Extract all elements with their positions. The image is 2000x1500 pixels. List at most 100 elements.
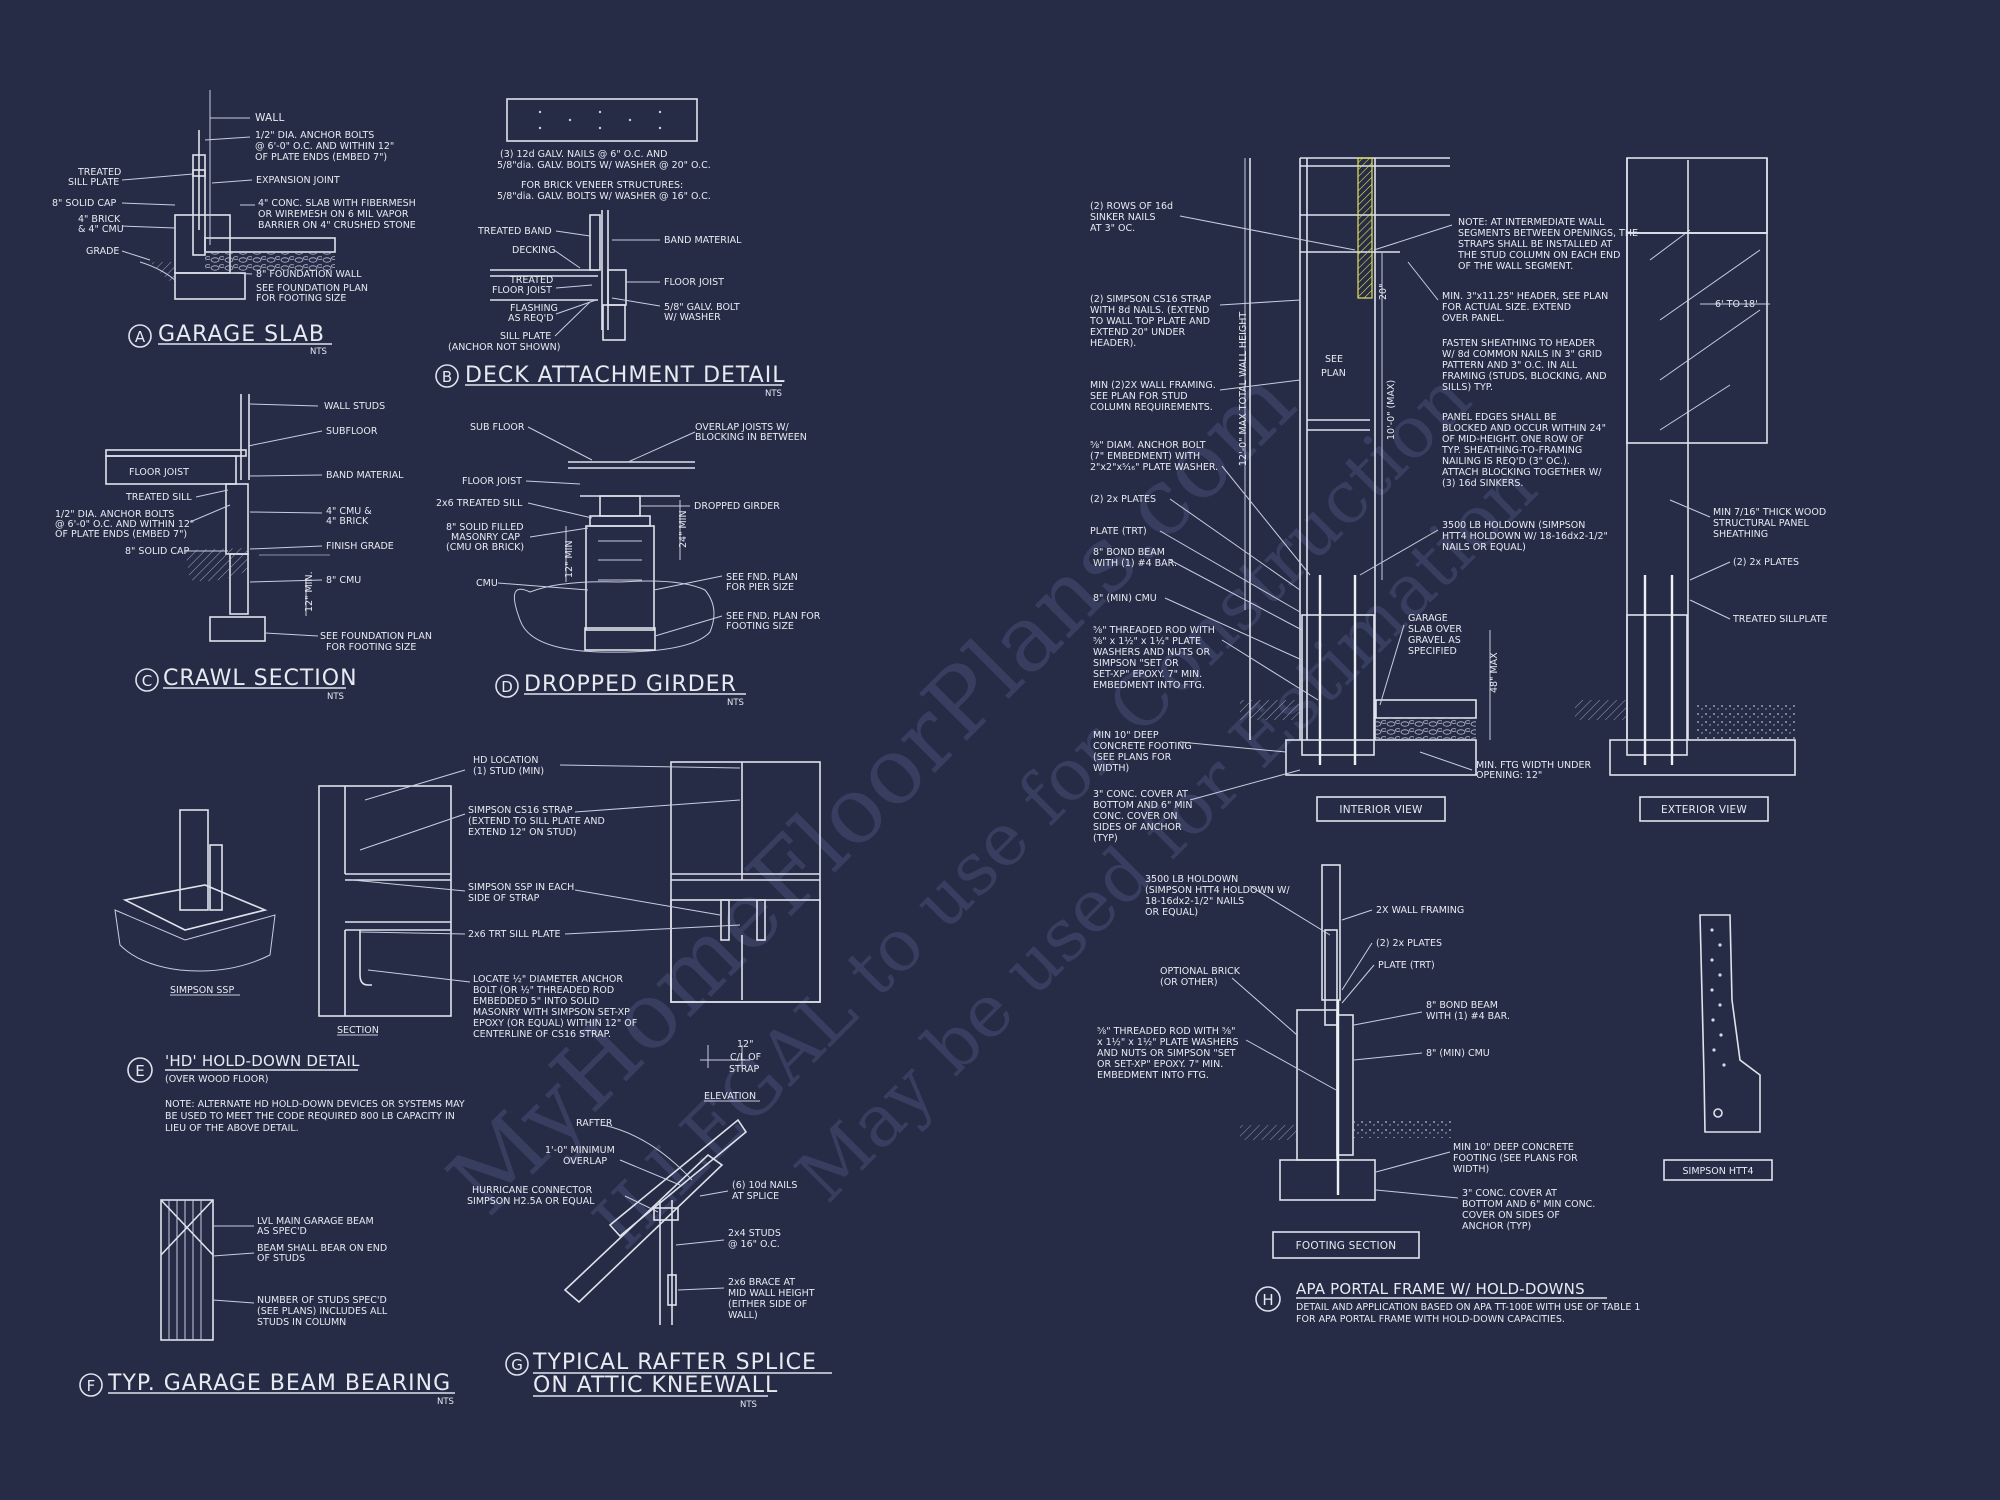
label-b-decking: DECKING — [512, 245, 555, 256]
label-h-see-1: SEE — [1325, 354, 1343, 365]
label-h-ftg-plates: (2) 2x PLATES — [1376, 938, 1442, 949]
interior-view-label-box — [1316, 796, 1446, 822]
label-f-lvl-1: LVL MAIN GARAGE BEAM — [257, 1216, 374, 1227]
label-h-ftg-3: (SEE PLANS FOR — [1093, 752, 1172, 763]
label-h-ftg-plate: PLATE (TRT) — [1378, 960, 1435, 971]
label-d-cap-3: (CMU OR BRICK) — [446, 542, 524, 553]
label-g-brace-3: (EITHER SIDE OF — [728, 1299, 807, 1310]
label-h-note-4: THE STUD COLUMN ON EACH END — [1457, 250, 1620, 261]
label-h-hold-3: NAILS OR EQUAL) — [1442, 542, 1526, 553]
label-h-htt4: SIMPSON HTT4 — [1682, 1166, 1753, 1177]
label-h-rod-1: ⅝" THREADED ROD WITH — [1093, 625, 1215, 636]
label-h-right-plates: (2) 2x PLATES — [1733, 557, 1799, 568]
detail-e-tag — [127, 1057, 153, 1083]
label-b-brick-1: FOR BRICK VENEER STRUCTURES: — [521, 180, 683, 191]
detail-c-crawl-section: WALL STUDS SUBFLOOR FLOOR JOIST BAND MAT… — [55, 394, 432, 702]
label-h-ftg-cover-3: COVER ON SIDES OF — [1462, 1210, 1560, 1221]
label-h-ftg-rod-5: EMBEDMENT INTO FTG. — [1097, 1070, 1209, 1081]
label-h-cs-1: (2) SIMPSON CS16 STRAP — [1090, 294, 1211, 305]
label-e-hd-2: (1) STUD (MIN) — [473, 766, 544, 777]
label-a-solid-cap: 8" SOLID CAP — [52, 198, 117, 209]
label-h-cs-5: HEADER). — [1090, 338, 1136, 349]
detail-f-title: TYP. GARAGE BEAM BEARING — [107, 1371, 451, 1396]
label-g-brace-1: 2x6 BRACE AT — [728, 1277, 795, 1288]
detail-g-title-2: ON ATTIC KNEEWALL — [533, 1373, 778, 1398]
label-b-floor-joist: FLOOR JOIST — [664, 277, 724, 288]
detail-c-tag-letter: C — [142, 672, 152, 690]
label-c-anchor-3: OF PLATE ENDS (EMBED 7") — [55, 529, 187, 540]
label-b-brick-2: 5/8"dia. GALV. BOLTS W/ WASHER @ 16" O.C… — [497, 191, 711, 202]
detail-a-tag — [128, 324, 152, 348]
label-h-anchor-1: ⅝" DIAM. ANCHOR BOLT — [1090, 440, 1206, 451]
label-g-hurr-2: SIMPSON H2.5A OR EQUAL — [467, 1196, 595, 1207]
detail-d-title: DROPPED GIRDER — [524, 672, 737, 697]
detail-e-hold-down: SIMPSON SSP SECTION ELEVATION HD LOCATIO… — [114, 755, 821, 1134]
label-c-anchor-1: 1/2" DIA. ANCHOR BOLTS — [55, 509, 174, 520]
label-c-solid-cap: 8" SOLID CAP — [125, 546, 190, 557]
label-b-flashing-1: FLASHING — [510, 303, 558, 314]
label-h-panel-7: (3) 16d SINKERS. — [1442, 478, 1523, 489]
label-a-treated-1: TREATED — [77, 167, 121, 178]
label-f-lvl-2: AS SPEC'D — [257, 1226, 307, 1237]
label-h-cover-3: CONC. COVER ON — [1093, 811, 1178, 822]
label-h-cover-4: SIDES OF ANCHOR — [1093, 822, 1182, 833]
label-b-nails-1: (3) 12d GALV. NAILS @ 6" O.C. AND — [500, 149, 667, 160]
label-a-anchor-2: @ 6'-0" O.C. AND WITHIN 12" — [255, 141, 394, 152]
simpson-htt4-drawing — [1699, 914, 1761, 1133]
label-e-cs-3: EXTEND 12" ON STUD) — [468, 827, 576, 838]
label-f-num-1: NUMBER OF STUDS SPEC'D — [257, 1295, 387, 1306]
label-b-tfj-1: TREATED — [509, 275, 553, 286]
label-a-wall: WALL — [255, 112, 285, 124]
label-h-garage-1: GARAGE — [1408, 613, 1448, 624]
label-h-panel-3: OF MID-HEIGHT. ONE ROW OF — [1442, 434, 1584, 445]
label-h-see-2: PLAN — [1321, 368, 1346, 379]
label-h-rod-2: ⅝" x 1½" x 1½" PLATE — [1093, 636, 1201, 647]
label-b-bolt-2: W/ WASHER — [664, 312, 721, 323]
label-f-bear-1: BEAM SHALL BEAR ON END — [257, 1243, 387, 1254]
footing-section-label-box — [1272, 1231, 1420, 1259]
label-h-panel-5: NAILING IS REQ'D (3" OC.). — [1442, 456, 1570, 467]
label-h-framing-3: COLUMN REQUIREMENTS. — [1090, 402, 1213, 413]
label-a-grade: GRADE — [86, 246, 119, 257]
label-b-sill-2: (ANCHOR NOT SHOWN) — [448, 342, 560, 353]
label-g-overlap-1: 1'-0" MINIMUM — [545, 1145, 615, 1156]
detail-a-tag-letter: A — [135, 328, 146, 346]
label-d-overlap-2: BLOCKING IN BETWEEN — [695, 432, 807, 443]
detail-b-nts: NTS — [765, 389, 782, 399]
label-a-anchor-3: OF PLATE ENDS (EMBED 7") — [255, 152, 387, 163]
label-h-ftg-1: MIN 10" DEEP — [1093, 730, 1159, 741]
label-a-see-fp-2: FOR FOOTING SIZE — [256, 293, 346, 304]
label-h-ftg-bond-2: WITH (1) #4 BAR. — [1426, 1011, 1510, 1022]
label-b-flashing-2: AS REQ'D — [508, 313, 554, 324]
label-e-trt: 2x6 TRT SILL PLATE — [468, 929, 561, 940]
label-h-max48: 48" MAX — [1489, 652, 1500, 693]
label-h-ftg-brick-1: OPTIONAL BRICK — [1160, 966, 1241, 977]
label-h-ftg-brick-2: (OR OTHER) — [1160, 977, 1218, 988]
label-h-anchor-3: 2"x2"x⁵⁄₁₆" PLATE WASHER. — [1090, 462, 1218, 473]
label-c-cmu-2: 4" BRICK — [326, 516, 369, 527]
detail-b-tag-letter: B — [442, 368, 452, 386]
label-d-pier-1: SEE FND. PLAN — [726, 572, 798, 583]
label-e-loc-5: EPOXY (OR EQUAL) WITHIN 12" OF — [473, 1018, 637, 1029]
label-g-studs-2: @ 16" O.C. — [728, 1239, 780, 1250]
detail-f-garage-beam: LVL MAIN GARAGE BEAM AS SPEC'D BEAM SHAL… — [79, 1199, 455, 1407]
detail-d-dropped-girder: SUB FLOOR OVERLAP JOISTS W/ BLOCKING IN … — [436, 422, 821, 708]
label-e-loc-1: LOCATE ½" DIAMETER ANCHOR — [473, 974, 623, 985]
label-h-fasten-2: W/ 8d COMMON NAILS IN 3" GRID — [1442, 349, 1602, 360]
label-h-garage-4: SPECIFIED — [1408, 646, 1457, 657]
label-h-exterior: EXTERIOR VIEW — [1661, 804, 1747, 816]
label-h-fasten-3: PATTERN AND 3" O.C. IN ALL — [1442, 360, 1578, 371]
detail-h-tag — [1255, 1286, 1281, 1312]
label-h-min-1: MIN 7/16" THICK WOOD — [1713, 507, 1826, 518]
label-h-footing-section: FOOTING SECTION — [1296, 1240, 1397, 1252]
label-a-slab-2: OR WIREMESH ON 6 MIL VAPOR — [258, 209, 409, 220]
label-g-nails-2: AT SPLICE — [732, 1191, 779, 1202]
label-h-sill: TREATED SILLPLATE — [1732, 614, 1828, 625]
detail-d-tag — [495, 674, 519, 698]
detail-h-desc-2: FOR APA PORTAL FRAME WITH HOLD-DOWN CAPA… — [1296, 1314, 1565, 1325]
label-a-foundation-wall: 8" FOUNDATION WALL — [256, 269, 362, 280]
label-e-ssp-each-2: SIDE OF STRAP — [468, 893, 540, 904]
label-d-min12: 12" MIN — [564, 540, 575, 578]
label-h-maxh: 12'-0" MAX TOTAL WALL HEIGHT — [1238, 312, 1249, 466]
label-h-hold-1: 3500 LB HOLDOWN (SIMPSON — [1442, 520, 1585, 531]
